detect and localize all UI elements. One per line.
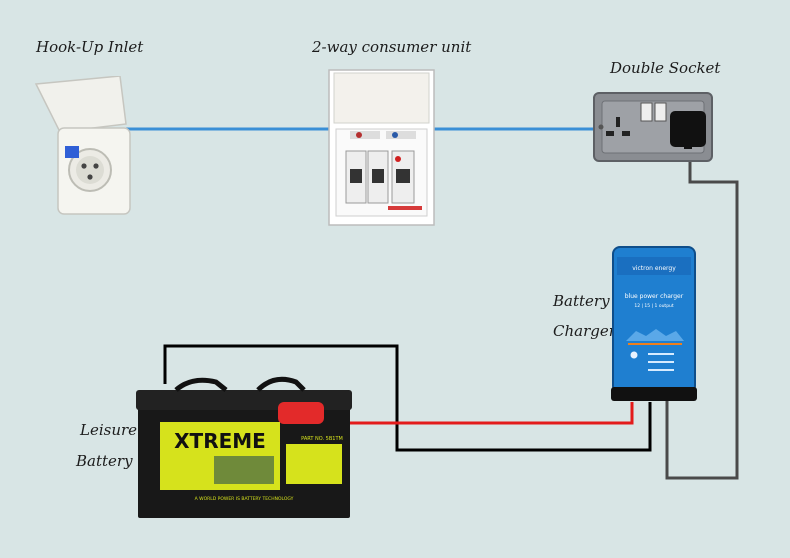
hookup-inlet-icon bbox=[34, 76, 131, 215]
battery-charger-icon: victron energy blue power charger 12 | 1… bbox=[611, 246, 697, 401]
leisure-battery-label-line1: Leisure bbox=[80, 421, 138, 439]
leisure-battery-label-line2: Battery bbox=[76, 452, 133, 470]
double-socket-label: Double Socket bbox=[610, 59, 721, 77]
battery-part-text: PART NO. 5B1TM bbox=[301, 436, 343, 442]
consumer-unit-label: 2-way consumer unit bbox=[312, 38, 472, 56]
battery-footer-text: A WORLD POWER IS BATTERY TECHNOLOGY bbox=[195, 496, 294, 502]
charger-mains-lead bbox=[665, 140, 739, 480]
negative-dc-cable bbox=[163, 344, 652, 452]
consumer-unit-icon bbox=[328, 69, 435, 226]
battery-charger-label-line1: Battery bbox=[553, 292, 610, 310]
battery-charger-label-line2: Charger bbox=[553, 322, 616, 340]
leisure-battery-icon: XTREME PART NO. 5B1TM A WORLD POWER IS B… bbox=[136, 376, 352, 518]
charger-spec-text: 12 | 15 | 1 output bbox=[634, 303, 674, 309]
double-socket-icon bbox=[593, 92, 713, 162]
charger-model-text: blue power charger bbox=[625, 293, 684, 300]
battery-brand-text: XTREME bbox=[174, 429, 266, 453]
hookup-inlet-label: Hook-Up Inlet bbox=[36, 38, 144, 56]
positive-dc-cable bbox=[330, 402, 634, 425]
charger-maker-text: victron energy bbox=[632, 265, 676, 272]
